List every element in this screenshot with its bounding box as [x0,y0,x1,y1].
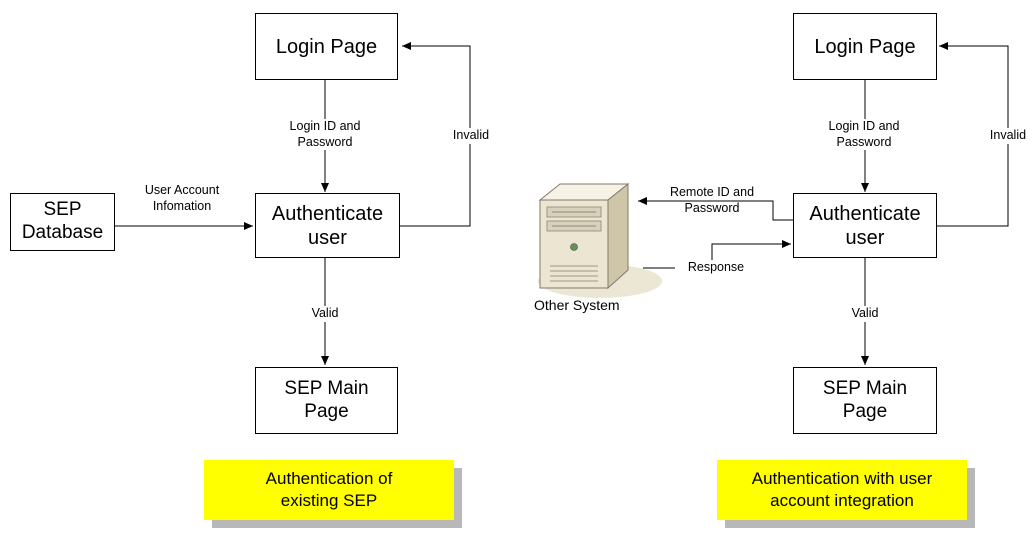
left-caption: Authentication of existing SEP [204,460,454,520]
right-invalid-label: Invalid [982,128,1034,144]
left-invalid-label: Invalid [444,128,498,144]
right-caption-text: Authentication with user account integra… [751,468,933,510]
right-remote-credentials-connector [638,197,793,221]
right-sep-main-page-label: SEP Main Page [822,377,908,422]
right-login-page-label: Login Page [814,35,916,58]
right-authenticate-user-box: Authenticate user [793,193,937,258]
right-authenticate-user-label: Authenticate user [809,202,921,249]
right-sep-main-page-box: SEP Main Page [793,367,937,434]
left-valid-label: Valid [303,306,347,322]
left-login-credentials-label: Login ID and Password [276,119,374,151]
right-caption: Authentication with user account integra… [717,460,967,520]
right-response-label: Response [675,260,757,276]
right-login-credentials-label: Login ID and Password [815,119,913,151]
left-user-account-label: User Account Infomation [144,183,220,213]
left-sep-database-box: SEP Database [10,193,115,251]
right-login-page-box: Login Page [793,13,937,80]
left-caption-text: Authentication of existing SEP [265,468,393,510]
left-sep-database-label: SEP Database [21,199,104,243]
left-sep-main-page-label: SEP Main Page [284,377,369,422]
left-login-page-label: Login Page [275,35,378,58]
left-sep-main-page-box: SEP Main Page [255,367,398,434]
left-authenticate-user-label: Authenticate user [271,202,384,249]
server-tower-icon [538,182,662,298]
left-authenticate-user-box: Authenticate user [255,193,400,258]
right-valid-label: Valid [843,306,887,322]
other-system-label: Other System [534,297,620,313]
right-remote-credentials-label: Remote ID and Password [669,185,755,215]
left-login-page-box: Login Page [255,13,398,80]
